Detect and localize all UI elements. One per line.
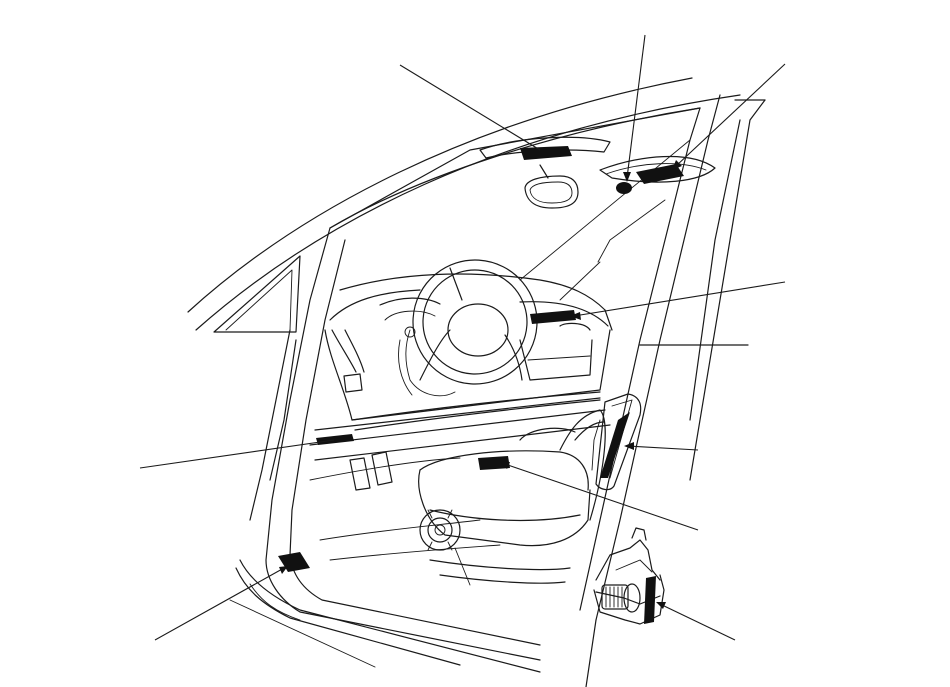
leader-dashboard	[573, 281, 786, 317]
dashboard-airbag-label	[530, 310, 576, 324]
rearview-mirror	[524, 164, 579, 209]
leader-lines	[139, 34, 786, 641]
visor-label-driver	[520, 146, 572, 160]
dashboard	[309, 273, 613, 461]
floor-and-pedals	[309, 451, 501, 561]
lower-door-label	[316, 434, 354, 445]
steering-wheel	[398, 259, 538, 397]
leader-headliner-arrow	[623, 172, 631, 182]
leader-under-seat-arrow	[500, 462, 510, 469]
pretensioner-label	[644, 576, 656, 624]
leader-visor-passenger	[675, 63, 786, 167]
leader-visor-driver	[399, 64, 541, 151]
leader-under-seat	[504, 463, 699, 531]
seatbelt-pretensioner	[593, 527, 665, 625]
headliner-label	[616, 182, 632, 194]
warning-labels	[278, 146, 684, 624]
leader-child-seat	[627, 445, 699, 451]
leader-dashboard-arrow	[570, 312, 581, 320]
windshield	[519, 139, 691, 301]
front-seat	[418, 409, 606, 586]
leader-headliner	[626, 34, 646, 179]
leader-lower-door	[139, 439, 335, 469]
leader-pretensioner	[659, 603, 736, 641]
child-seat-label	[600, 412, 630, 478]
under-seat-label	[478, 456, 510, 470]
leader-visor-passenger-arrow	[672, 160, 682, 170]
side-airbag-module	[591, 393, 642, 491]
leader-child-seat-arrow	[624, 442, 634, 450]
leader-sill	[154, 567, 285, 641]
visor-label-passenger	[636, 164, 684, 184]
leader-sill-arrow	[279, 566, 288, 574]
leader-pretensioner-arrow	[656, 602, 666, 609]
